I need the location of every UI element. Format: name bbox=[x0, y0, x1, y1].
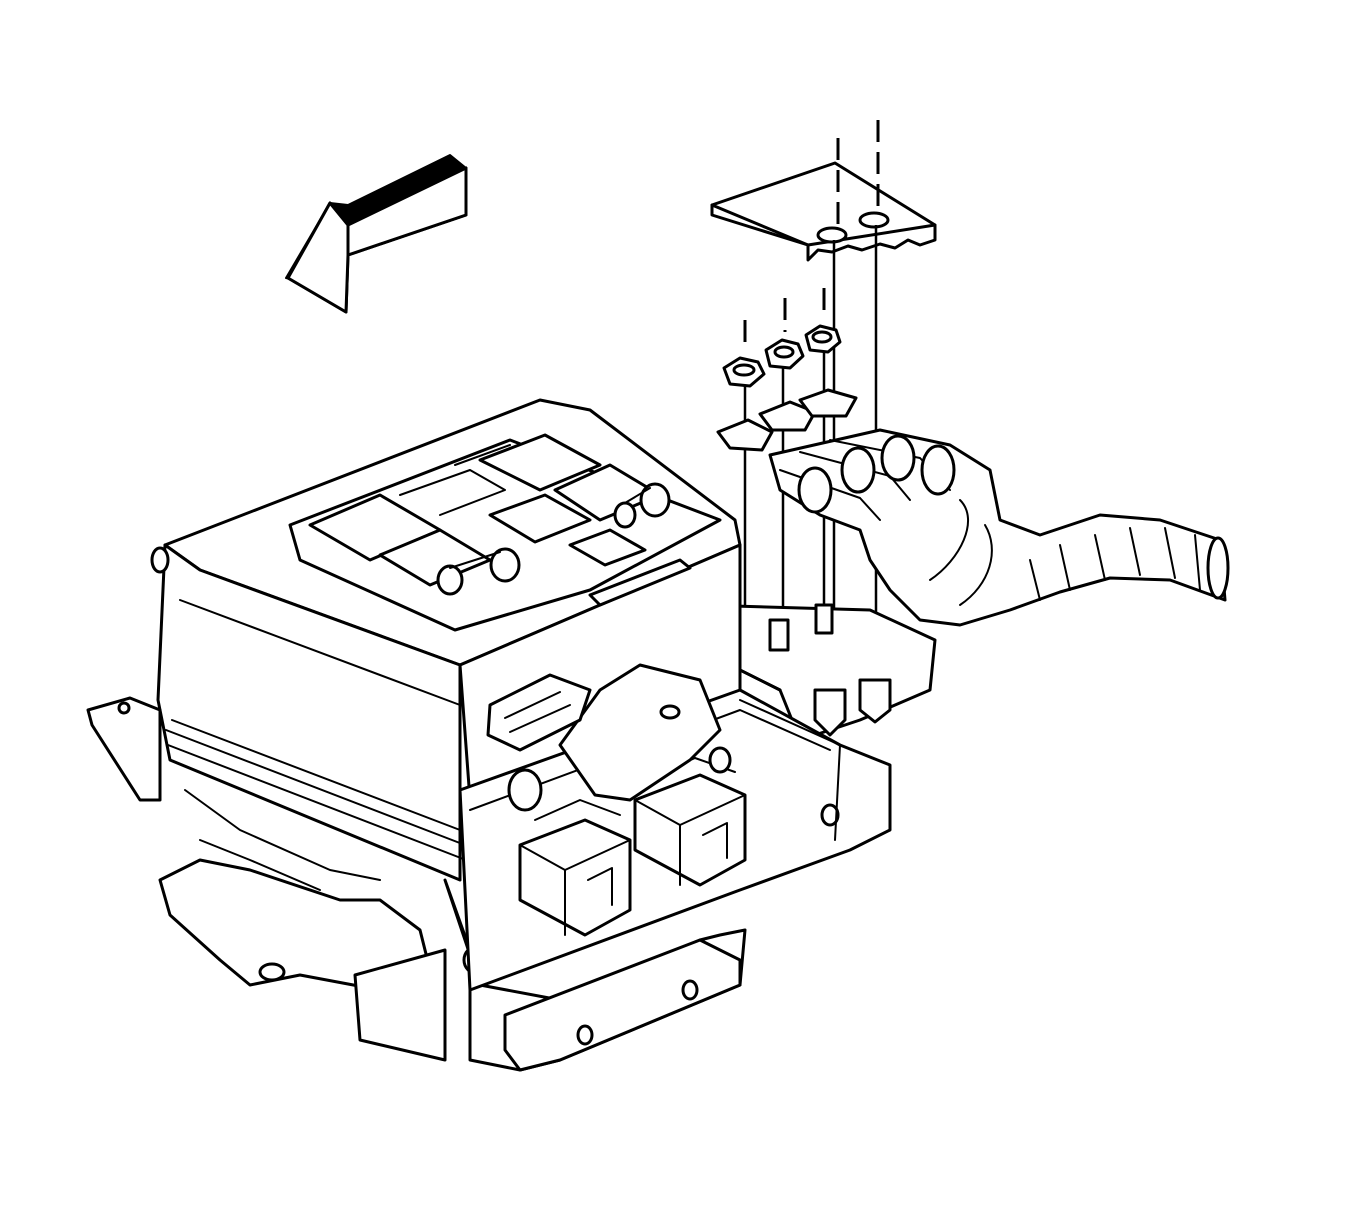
module-housing bbox=[150, 398, 742, 882]
electrical-connector-2 bbox=[633, 757, 747, 887]
hex-nut-3 bbox=[804, 324, 842, 354]
left-bracket bbox=[86, 696, 432, 992]
cable-harness bbox=[768, 428, 1230, 627]
hex-nut-1 bbox=[722, 356, 766, 388]
base-tray bbox=[353, 878, 747, 1072]
sensor-latch bbox=[486, 663, 732, 802]
direction-arrow bbox=[285, 154, 468, 314]
wire-terminals bbox=[716, 388, 858, 452]
cover-plate bbox=[710, 161, 937, 262]
hex-nut-2 bbox=[764, 338, 805, 370]
electrical-connector-1 bbox=[518, 799, 632, 937]
